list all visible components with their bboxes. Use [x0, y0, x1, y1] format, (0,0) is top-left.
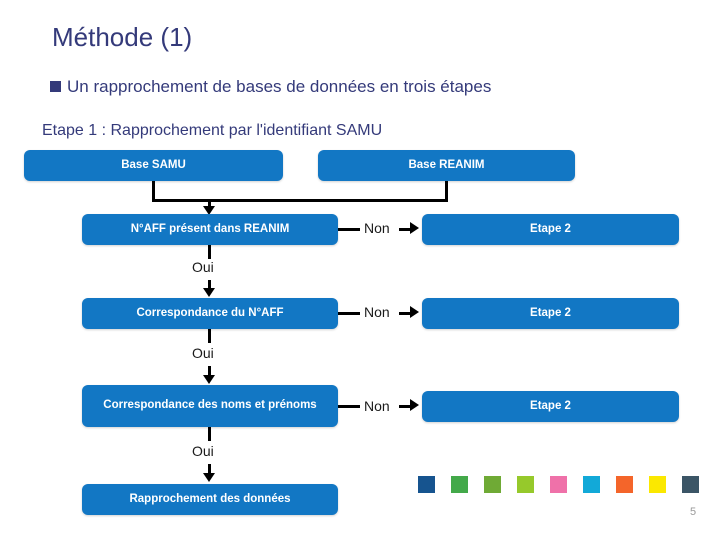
node-base-reanim[interactable]: Base REANIM [318, 150, 575, 181]
arrow-to-etape2-1 [410, 222, 419, 234]
connector-decision-2-yes-bottom [208, 366, 211, 377]
node-decision-correspondance-noms[interactable]: Correspondance des noms et prénoms [82, 385, 338, 427]
node-etape-2-b[interactable]: Etape 2 [422, 298, 679, 329]
connector-decision-1-no-2 [399, 228, 413, 231]
node-etape-2-a[interactable]: Etape 2 [422, 214, 679, 245]
square-bullet-icon [50, 81, 61, 92]
connector-decision-3-yes-bottom [208, 464, 211, 475]
node-etape-2-c[interactable]: Etape 2 [422, 391, 679, 422]
connector-decision-1-no [338, 228, 360, 231]
connector-reanim-down [445, 181, 448, 202]
connector-decision-2-yes-top [208, 329, 211, 343]
swatch-lime-green [517, 476, 534, 493]
bullet-item: Un rapprochement de bases de données en … [50, 78, 491, 95]
swatch-dark-blue [418, 476, 435, 493]
swatch-pink [550, 476, 567, 493]
node-rapprochement-donnees[interactable]: Rapprochement des données [82, 484, 338, 515]
swatch-cyan [583, 476, 600, 493]
connector-merge-down [208, 199, 211, 211]
connector-samu-down [152, 181, 155, 202]
swatch-slate [682, 476, 699, 493]
swatch-yellow [649, 476, 666, 493]
connector-decision-3-no-2 [399, 405, 413, 408]
edge-label-oui-3: Oui [192, 443, 214, 459]
connector-merge-horizontal [152, 199, 448, 202]
arrow-into-decision-1 [203, 206, 215, 215]
edge-label-no-1: Non [364, 220, 390, 236]
connector-decision-1-yes-top [208, 245, 211, 259]
edge-label-oui-2: Oui [192, 345, 214, 361]
arrow-to-etape2-3 [410, 399, 419, 411]
page-title: Méthode (1) [52, 22, 193, 52]
swatch-green [451, 476, 468, 493]
page-number: 5 [690, 506, 697, 518]
arrow-into-decision-3 [203, 375, 215, 384]
connector-decision-3-yes-top [208, 427, 211, 441]
arrow-into-decision-2 [203, 288, 215, 297]
node-base-samu[interactable]: Base SAMU [24, 150, 283, 181]
connector-decision-2-no [338, 312, 360, 315]
connector-decision-1-yes-bottom [208, 280, 211, 290]
bullet-item-label: Un rapprochement de bases de données en … [67, 77, 492, 96]
footer-color-swatches [418, 476, 699, 493]
swatch-orange [616, 476, 633, 493]
connector-decision-2-no-2 [399, 312, 413, 315]
section-subtitle: Etape 1 : Rapprochement par l'identifian… [42, 122, 383, 139]
connector-decision-3-no [338, 405, 360, 408]
edge-label-no-2: Non [364, 304, 390, 320]
node-decision-naff-present[interactable]: N°AFF présent dans REANIM [82, 214, 338, 245]
arrow-to-etape2-2 [410, 306, 419, 318]
edge-label-no-3: Non [364, 398, 390, 414]
arrow-into-terminal [203, 473, 215, 482]
edge-label-oui-1: Oui [192, 259, 214, 275]
node-decision-correspondance-naff[interactable]: Correspondance du N°AFF [82, 298, 338, 329]
swatch-olive-green [484, 476, 501, 493]
